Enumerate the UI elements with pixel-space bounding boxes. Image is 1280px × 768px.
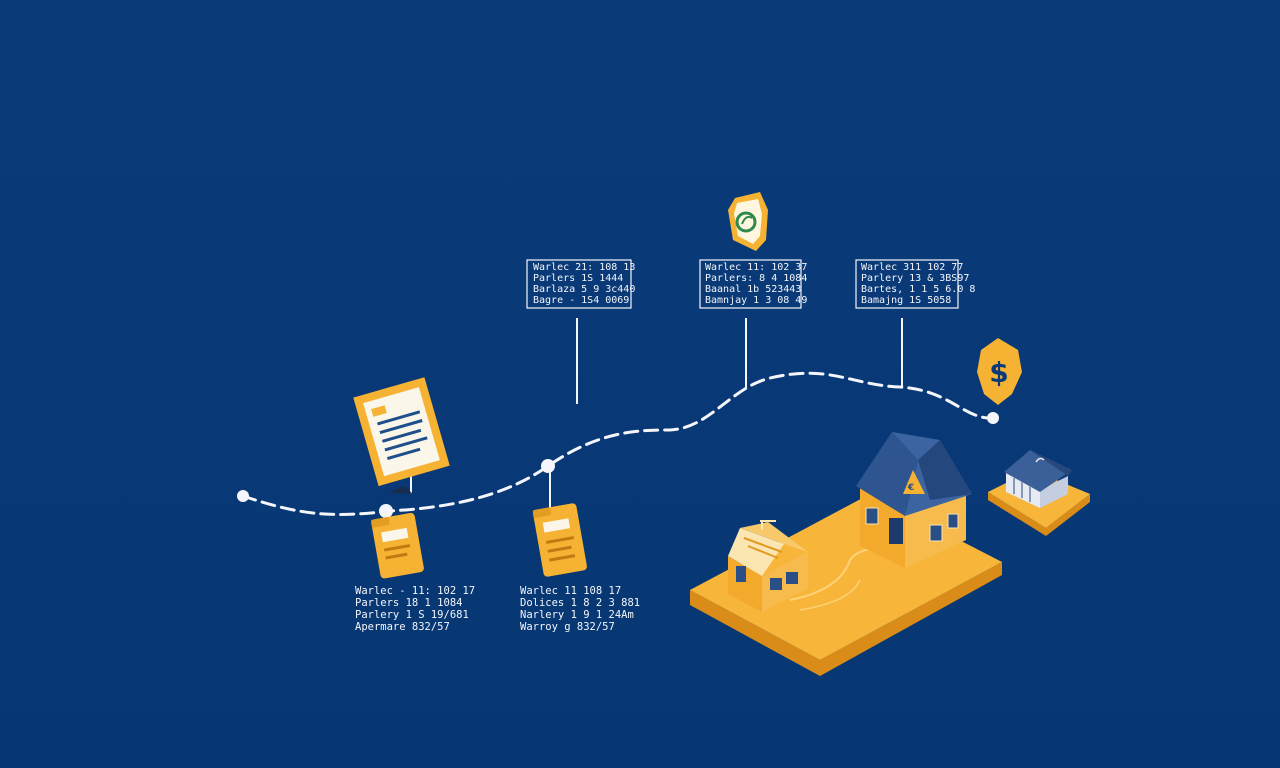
folder-icon-left: [371, 512, 424, 579]
info-box-1-line-1: Warlec 21: 108 13: [533, 262, 635, 273]
info-box-1: Warlec 21: 108 13 Parlers 1S 1444 Barlaz…: [526, 259, 635, 309]
info-box-2-line-4: Bamnjay 1 3 08 49: [705, 295, 807, 306]
lower-list-1-line-3: Parlery 1 S 19/681: [355, 609, 469, 621]
lower-list-2-line-2: Dolices 1 8 2 3 881: [520, 597, 640, 609]
small-house-icon: [728, 520, 808, 612]
info-box-2-line-2: Parlers: 8 4 1084: [705, 273, 807, 284]
info-box-1-line-4: Bagre - 1S4 0069: [533, 295, 629, 306]
folder-icon-middle: [532, 503, 587, 577]
info-box-2-line-1: Warlec 11: 102 37: [705, 262, 807, 273]
dollar-badge-icon: $: [977, 338, 1022, 405]
lower-list-2: Warlec 11 108 17 Dolices 1 8 2 3 881 Nar…: [520, 585, 640, 633]
dollar-symbol: $: [989, 356, 1008, 389]
info-box-3-line-1: Warlec 311 102 77: [861, 262, 963, 273]
lower-list-2-line-3: Narlery 1 9 1 24Am: [520, 609, 634, 621]
lower-list-1: Warlec - 11: 102 17 Parlers 18 1 1084 Pa…: [355, 585, 475, 633]
lower-list-1-line-4: Apermare 832/57: [355, 621, 450, 633]
timeline-node-document: [379, 504, 393, 518]
leaf-badge-icon: [728, 192, 768, 251]
lower-list-1-line-1: Warlec - 11: 102 17: [355, 585, 475, 597]
lower-list-2-line-1: Warlec 11 108 17: [520, 585, 621, 597]
info-box-3: Warlec 311 102 77 Parlery 13 & 3BS97 Bar…: [855, 259, 975, 309]
info-box-3-line-3: Bartes, 1 1 5 6.0 8: [861, 284, 975, 295]
svg-text:€: €: [907, 483, 914, 493]
info-box-3-line-4: Bamajng 1S 5058: [861, 295, 951, 306]
house-icon: €: [856, 432, 972, 568]
info-box-2: Warlec 11: 102 37 Parlers: 8 4 1084 Baan…: [699, 259, 807, 309]
bank-building-icon: [988, 450, 1090, 536]
timeline-node-end: [987, 412, 999, 424]
info-box-1-line-3: Barlaza 5 9 3c440: [533, 284, 635, 295]
document-icon: [353, 377, 450, 494]
info-box-1-line-2: Parlers 1S 1444: [533, 273, 623, 284]
lower-list-1-line-2: Parlers 18 1 1084: [355, 597, 462, 609]
timeline-node-start: [237, 490, 249, 502]
lower-list-2-line-4: Warroy g 832/57: [520, 621, 615, 633]
timeline-node-folder: [541, 459, 555, 473]
info-box-3-line-2: Parlery 13 & 3BS97: [861, 273, 969, 284]
info-box-2-line-3: Baanal 1b 523443: [705, 284, 801, 295]
